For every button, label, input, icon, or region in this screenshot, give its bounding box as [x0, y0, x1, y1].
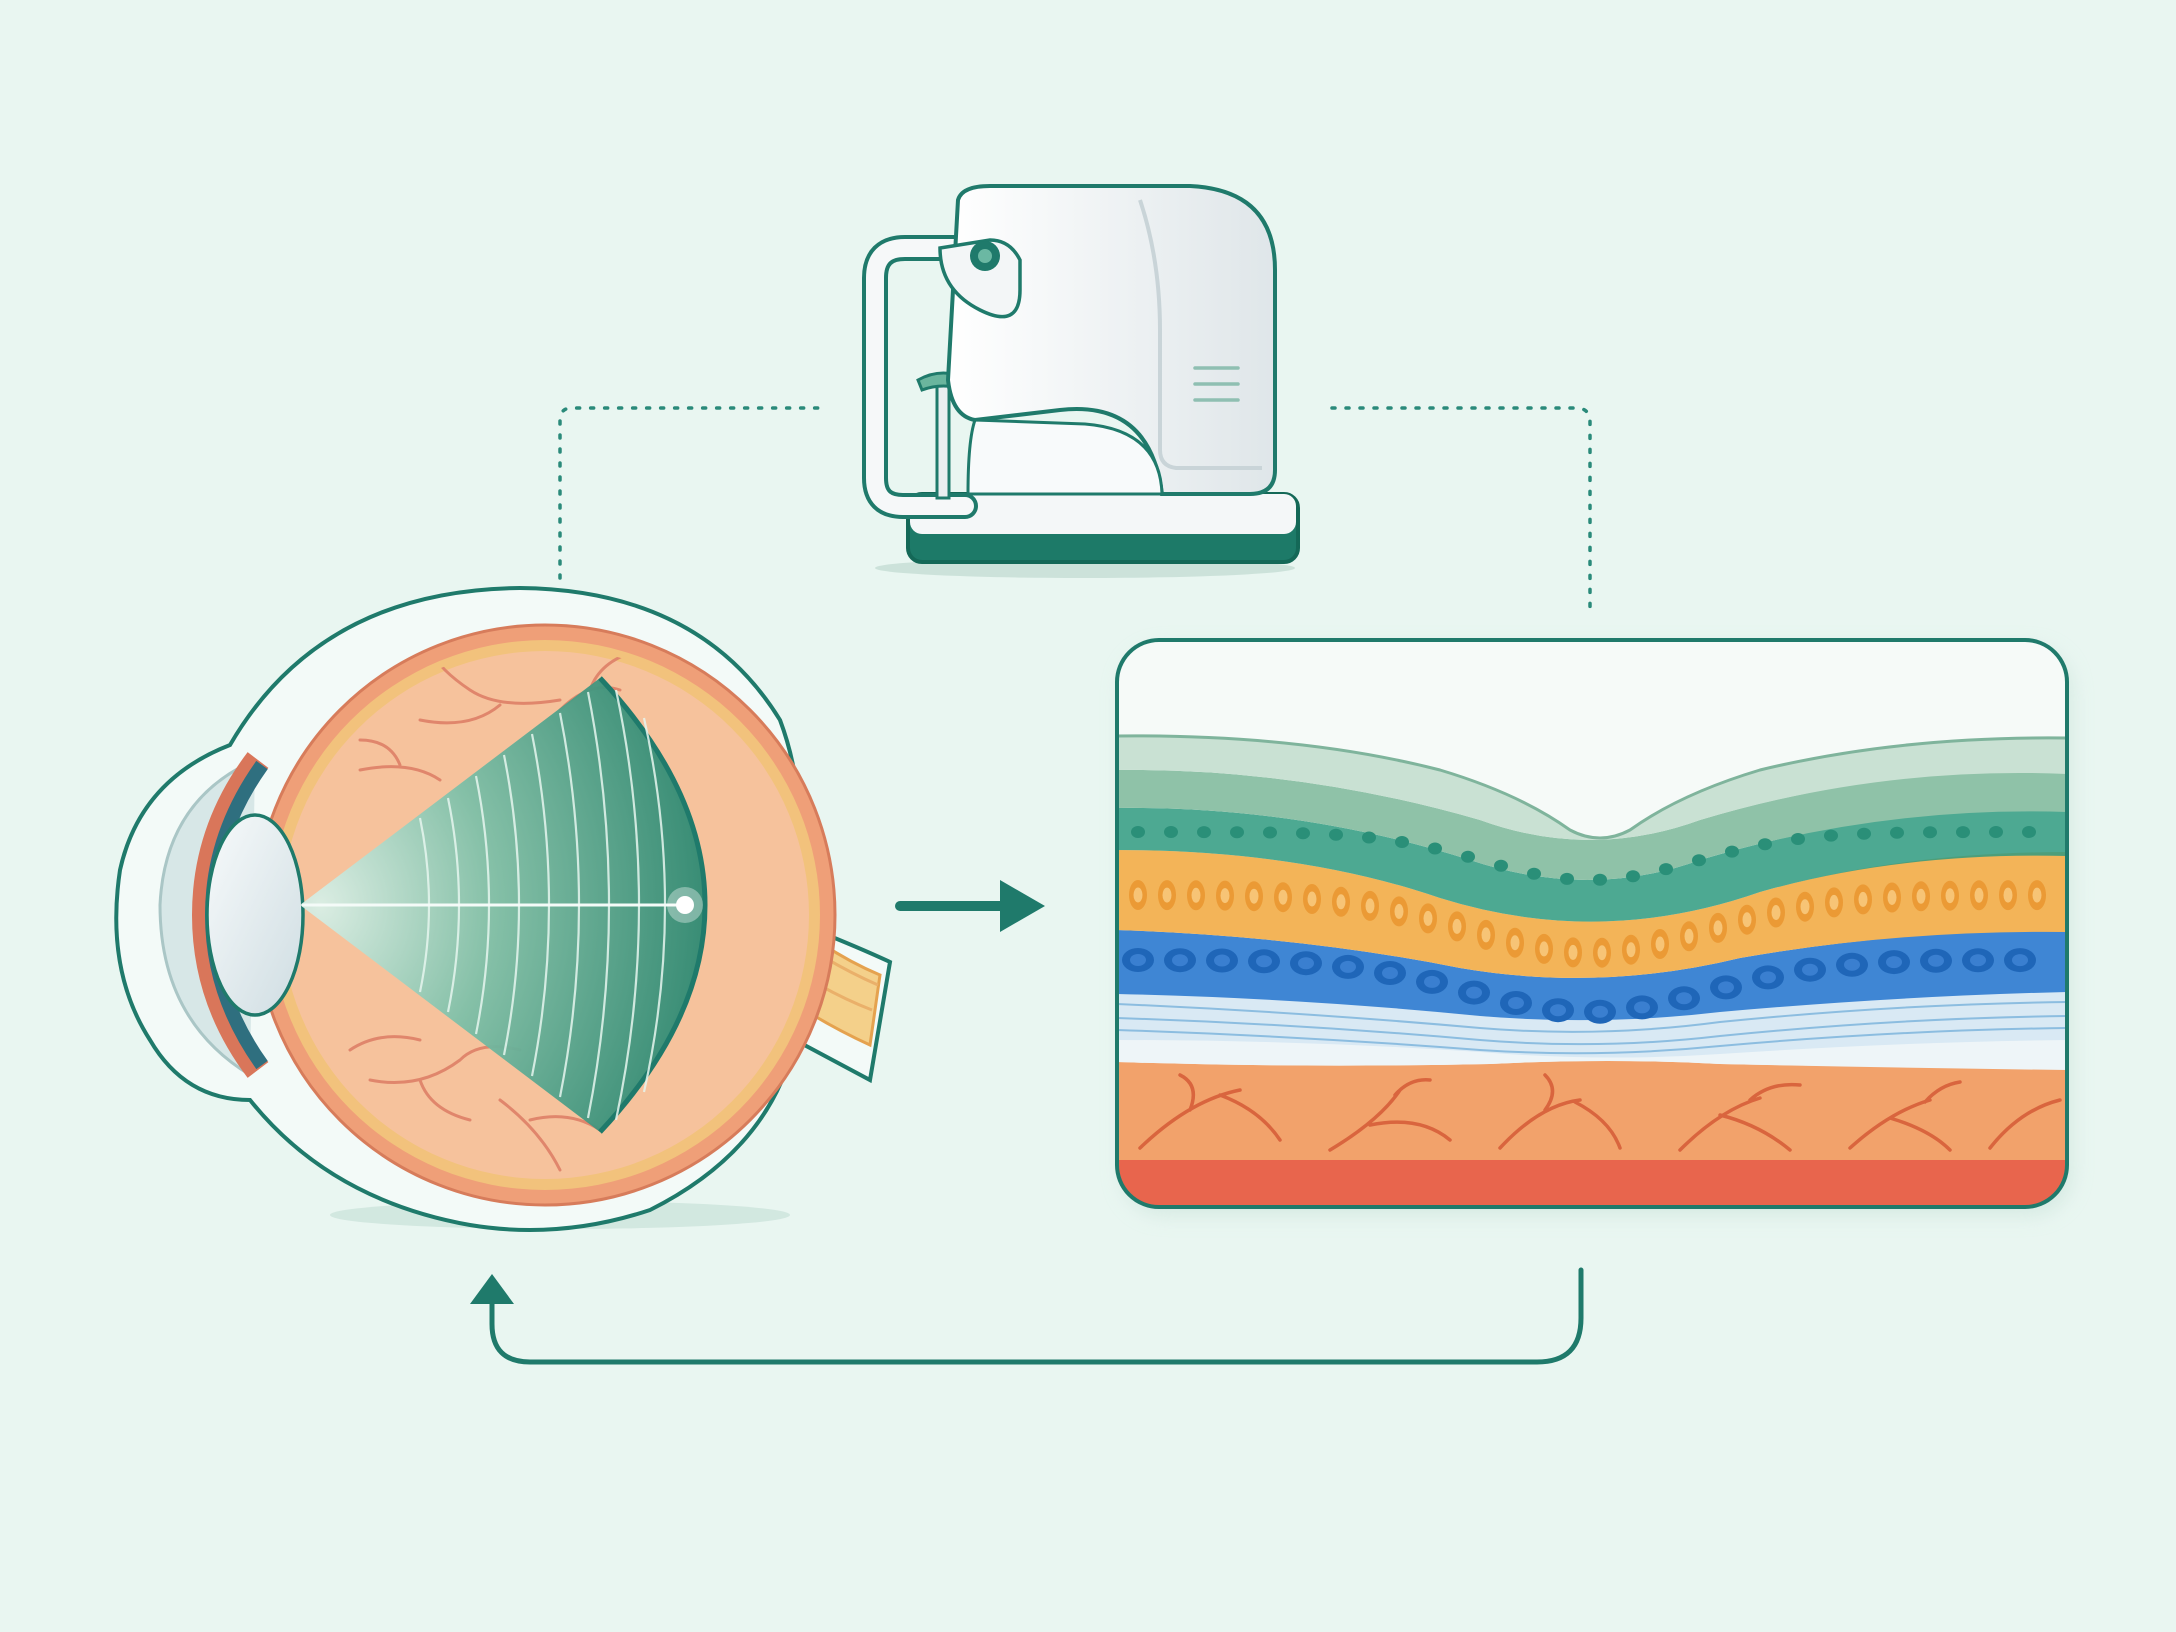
- dots-inner-nucleus: [1365, 898, 1375, 914]
- dots-outer-nucleus: [1676, 992, 1692, 1005]
- dots-inner-nucleus: [1394, 903, 1404, 919]
- dots-inner-nucleus: [1133, 887, 1143, 903]
- dots-inner-nucleus: [1510, 935, 1520, 951]
- dots-ganglion-cell: [1329, 828, 1343, 841]
- dots-outer-nucleus: [1718, 981, 1734, 994]
- dots-inner-nucleus: [1162, 887, 1172, 903]
- dots-inner-nucleus: [1539, 941, 1549, 957]
- dots-ganglion-cell: [1395, 836, 1409, 848]
- dots-inner-nucleus: [1742, 912, 1752, 928]
- dotted-connector-icon: [558, 406, 1592, 617]
- dots-outer-nucleus: [1508, 997, 1524, 1009]
- dots-outer-nucleus: [1424, 975, 1440, 988]
- dots-inner-nucleus: [1626, 942, 1636, 958]
- inner-nuclear-dots: [1129, 880, 2046, 968]
- dots-outer-nucleus: [1844, 958, 1860, 971]
- dots-ganglion-cell: [1527, 867, 1541, 880]
- dots-outer-nucleus: [1928, 954, 1944, 967]
- dots-ganglion-cell: [1857, 827, 1871, 840]
- dots-ganglion-cell: [1131, 826, 1145, 838]
- dots-outer-nucleus: [1298, 957, 1314, 970]
- dots-ganglion-cell: [1923, 826, 1937, 839]
- dots-outer-nucleus: [1802, 963, 1818, 976]
- dots-inner-nucleus: [1829, 894, 1839, 910]
- dots-outer-nucleus: [1550, 1004, 1566, 1017]
- dots-ganglion-cell: [1824, 829, 1838, 842]
- dots-inner-nucleus: [1800, 899, 1810, 915]
- dots-ganglion-cell: [1230, 826, 1244, 839]
- dots-inner-nucleus: [1887, 890, 1897, 905]
- dots-inner-nucleus: [1249, 888, 1259, 904]
- dots-inner-nucleus: [2003, 887, 2013, 903]
- dots-ganglion-cell: [1659, 863, 1673, 876]
- dots-inner-nucleus: [1481, 927, 1491, 943]
- dots-ganglion-cell: [1461, 850, 1475, 863]
- dots-ganglion-cell: [1362, 831, 1376, 844]
- oct-scanner-icon: [862, 184, 1300, 578]
- dots-inner-nucleus: [1220, 888, 1230, 904]
- dots-outer-nucleus: [1970, 954, 1986, 967]
- dots-ganglion-cell: [1725, 845, 1739, 858]
- dots-inner-nucleus: [1684, 928, 1694, 944]
- dots-ganglion-cell: [1989, 826, 2003, 838]
- dots-ganglion-cell: [1791, 833, 1805, 845]
- dots-inner-nucleus: [2032, 887, 2042, 903]
- dots-ganglion-cell: [1593, 873, 1607, 886]
- dots-outer-nucleus: [1130, 954, 1146, 966]
- dots-ganglion-cell: [1428, 842, 1442, 855]
- outer-nuclear-dots: [1122, 948, 2036, 1024]
- dots-inner-nucleus: [1713, 920, 1723, 936]
- dots-outer-nucleus: [1760, 971, 1776, 984]
- dots-inner-nucleus: [1452, 918, 1462, 934]
- return-arrow-icon: [470, 1267, 1584, 1365]
- dots-outer-nucleus: [1214, 954, 1230, 967]
- dots-ganglion-cell: [1560, 872, 1574, 885]
- dots-outer-nucleus: [1256, 955, 1272, 968]
- dots-inner-nucleus: [1858, 891, 1868, 907]
- dots-outer-nucleus: [1592, 1005, 1608, 1018]
- dots-ganglion-cell: [1494, 859, 1508, 872]
- dots-outer-nucleus: [1172, 954, 1188, 967]
- right-arrow-icon: [895, 880, 1045, 932]
- dots-ganglion-cell: [1263, 826, 1277, 839]
- dots-ganglion-cell: [1296, 827, 1310, 840]
- dots-inner-nucleus: [1916, 888, 1926, 904]
- dots-inner-nucleus: [1336, 894, 1346, 910]
- dots-ganglion-cell: [2022, 826, 2036, 838]
- dots-ganglion-cell: [1758, 838, 1772, 851]
- dots-inner-nucleus: [1771, 905, 1781, 920]
- dots-inner-nucleus: [1423, 910, 1433, 926]
- dots-inner-nucleus: [1307, 891, 1317, 907]
- dots-ganglion-cell: [1890, 826, 1904, 839]
- eye-cross-section-icon: [114, 585, 893, 1232]
- dots-ganglion-cell: [1626, 870, 1640, 883]
- dots-inner-nucleus: [1568, 944, 1578, 960]
- dots-outer-nucleus: [1382, 967, 1398, 979]
- dots-inner-nucleus: [1278, 889, 1288, 905]
- dots-outer-nucleus: [1466, 986, 1482, 999]
- dots-inner-nucleus: [1597, 945, 1607, 961]
- dots-ganglion-cell: [1692, 854, 1706, 867]
- dots-inner-nucleus: [1655, 936, 1665, 952]
- dots-outer-nucleus: [1634, 1001, 1650, 1014]
- dots-ganglion-cell: [1197, 826, 1211, 839]
- dots-inner-nucleus: [1191, 887, 1201, 903]
- dots-outer-nucleus: [2012, 954, 2028, 967]
- ganglion-cell-dots: [1131, 826, 2036, 886]
- dots-inner-nucleus: [1974, 887, 1984, 903]
- dots-ganglion-cell: [1164, 826, 1178, 838]
- dots-inner-nucleus: [1945, 888, 1955, 904]
- retina-layers-icon: [1115, 638, 2072, 1215]
- dots-ganglion-cell: [1956, 826, 1970, 839]
- dots-outer-nucleus: [1886, 956, 1902, 969]
- dots-outer-nucleus: [1340, 960, 1356, 973]
